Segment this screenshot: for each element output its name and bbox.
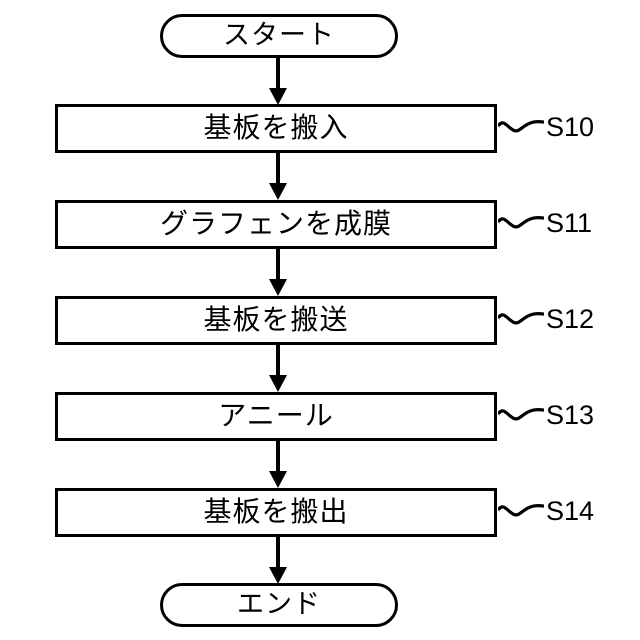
process-box-step1[interactable]: 基板を搬入 xyxy=(55,104,497,153)
connector-arrow-step1-to-step2 xyxy=(262,153,294,200)
connector-arrow-step4-to-step5 xyxy=(262,441,294,488)
tilde-squiggle-icon xyxy=(498,216,544,229)
process-label-step5: 基板を搬出 xyxy=(203,495,349,527)
tilde-squiggle-icon xyxy=(498,504,544,517)
process-box-step4[interactable]: アニール xyxy=(55,392,497,441)
tilde-squiggle-icon xyxy=(498,408,544,421)
step-tag-s13: S13 xyxy=(498,396,618,436)
process-label-step4: アニール xyxy=(218,399,334,431)
process-label-step3: 基板を搬送 xyxy=(203,303,349,335)
start-node[interactable]: スタート xyxy=(160,14,398,58)
process-label-step2: グラフェンを成膜 xyxy=(159,207,392,239)
process-box-step3[interactable]: 基板を搬送 xyxy=(55,296,497,345)
step-tag-label-s10: S10 xyxy=(546,111,595,142)
process-box-step2[interactable]: グラフェンを成膜 xyxy=(55,200,497,249)
end-node[interactable]: エンド xyxy=(160,583,398,627)
process-box-step5[interactable]: 基板を搬出 xyxy=(55,488,497,537)
step-tag-label-s12: S12 xyxy=(546,303,595,334)
tilde-squiggle-icon xyxy=(498,120,544,133)
step-tag-s10: S10 xyxy=(498,108,618,148)
step-tag-s11: S11 xyxy=(498,204,618,244)
connector-arrow-step3-to-step4 xyxy=(262,345,294,392)
tilde-squiggle-icon xyxy=(498,312,544,325)
end-node-label: エンド xyxy=(237,588,321,619)
step-tag-label-s11: S11 xyxy=(546,207,593,238)
step-tag-label-s14: S14 xyxy=(546,495,595,526)
connector-arrow-step5-to-end xyxy=(262,536,294,584)
connector-arrow-start-to-step1 xyxy=(262,57,294,105)
start-node-label: スタート xyxy=(223,19,335,50)
step-tag-s14: S14 xyxy=(498,492,618,532)
step-tag-label-s13: S13 xyxy=(546,399,595,430)
process-label-step1: 基板を搬入 xyxy=(203,111,349,143)
step-tag-s12: S12 xyxy=(498,300,618,340)
connector-arrow-step2-to-step3 xyxy=(262,249,294,296)
